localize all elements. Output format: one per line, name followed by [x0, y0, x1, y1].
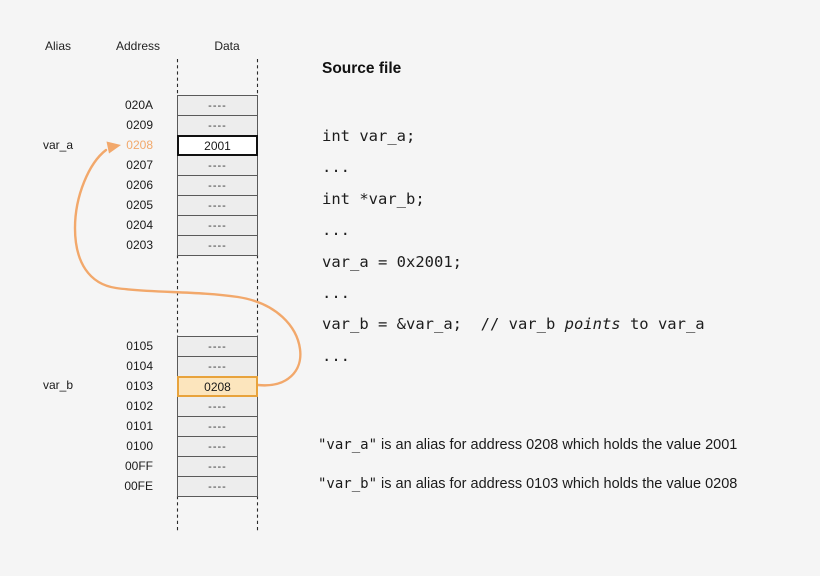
code-segment: points: [564, 315, 621, 334]
memory-block-upper: 020A ---- 0209 ---- 0208 2001 0207 ---- 0206 ----…: [125, 95, 258, 256]
data-cell: ----: [177, 476, 258, 497]
note-text: is an alias for address 0103 which holds…: [377, 476, 738, 492]
memory-row: 0208 2001: [126, 135, 258, 156]
note-text: is an alias for address 0208 which holds…: [377, 437, 738, 453]
address-label: 020A: [124, 98, 153, 112]
source-code-listing: int var_a;... int *var_b;... var_a = 0x200…: [322, 121, 705, 372]
source-file-title: Source file: [322, 60, 402, 77]
memory-block-lower: 0105 ---- 0104 ---- 0103 0208 0102 ---- 0101 ----…: [124, 336, 258, 497]
data-cell: 0208: [177, 376, 258, 397]
data-cell: ----: [177, 215, 258, 236]
data-cell: 2001: [177, 135, 258, 156]
code-line: ...: [322, 284, 350, 303]
memory-row: 0101 ----: [126, 416, 258, 437]
memory-row: 0104 ----: [126, 356, 258, 377]
memory-row: 00FE ----: [124, 476, 258, 497]
address-label: 0204: [126, 218, 153, 232]
address-label: 0209: [126, 118, 153, 132]
memory-row: 0204 ----: [126, 215, 258, 236]
address-label: 0105: [126, 339, 153, 353]
alias-label-var-a: var_a: [43, 138, 74, 152]
data-cell: ----: [177, 356, 258, 377]
address-label: 0203: [126, 238, 153, 252]
note-variable-name: "var_b": [318, 476, 378, 492]
alias-notes: "var_a" is an alias for address 0208 whi…: [318, 437, 737, 515]
address-label: 0207: [126, 158, 153, 172]
code-segment: var_b = &var_a; // var_b: [322, 315, 565, 334]
memory-row: 0103 0208: [126, 376, 258, 397]
address-label: 0205: [126, 198, 153, 212]
note-line: "var_b" is an alias for address 0103 whi…: [318, 476, 737, 492]
code-line: ...: [322, 221, 350, 240]
column-header-alias: Alias: [44, 39, 72, 53]
address-label: 00FF: [124, 459, 153, 473]
code-line: int *var_b;: [322, 189, 425, 208]
memory-row: 0102 ----: [126, 396, 258, 417]
data-cell: ----: [177, 396, 258, 417]
address-label: 0104: [126, 359, 153, 373]
address-label: 0206: [126, 178, 153, 192]
data-cell: ----: [177, 436, 258, 457]
memory-row: 0206 ----: [126, 175, 258, 196]
address-label: 0102: [126, 399, 153, 413]
address-label: 0208: [126, 138, 153, 152]
data-cell: ----: [177, 416, 258, 437]
data-cell: ----: [177, 336, 258, 357]
data-cell: ----: [177, 456, 258, 477]
memory-row: 0100 ----: [126, 436, 258, 457]
data-cell: ----: [177, 195, 258, 216]
data-cell: ----: [177, 95, 258, 116]
code-line: var_a = 0x2001;: [322, 252, 462, 271]
memory-row: 00FF ----: [125, 456, 258, 477]
address-label: 0100: [126, 439, 153, 453]
code-segment: to var_a: [620, 315, 705, 334]
memory-row: 0105 ----: [126, 336, 258, 357]
code-line: ...: [322, 158, 350, 177]
address-label: 0103: [126, 379, 153, 393]
address-label: 00FE: [124, 479, 153, 493]
note-variable-name: "var_a": [318, 437, 378, 453]
data-cell: ----: [177, 235, 258, 256]
memory-row: 0207 ----: [126, 155, 258, 176]
data-cell: ----: [177, 155, 258, 176]
memory-row: 0209 ----: [126, 115, 258, 136]
code-line: int var_a;: [322, 127, 416, 145]
column-header-data: Data: [214, 39, 240, 53]
memory-row: 0203 ----: [126, 235, 258, 256]
memory-row: 020A ----: [125, 95, 258, 116]
note-line: "var_a" is an alias for address 0208 whi…: [318, 437, 737, 453]
data-cell: ----: [177, 175, 258, 196]
memory-row: 0205 ----: [126, 195, 258, 216]
alias-label-var-b: var_b: [43, 378, 74, 392]
address-label: 0101: [126, 419, 153, 433]
column-header-address: Address: [115, 39, 161, 53]
code-line: ...: [322, 346, 350, 365]
data-cell: ----: [177, 115, 258, 136]
code-line: var_b = &var_a; // var_b points to var_a: [322, 309, 705, 340]
